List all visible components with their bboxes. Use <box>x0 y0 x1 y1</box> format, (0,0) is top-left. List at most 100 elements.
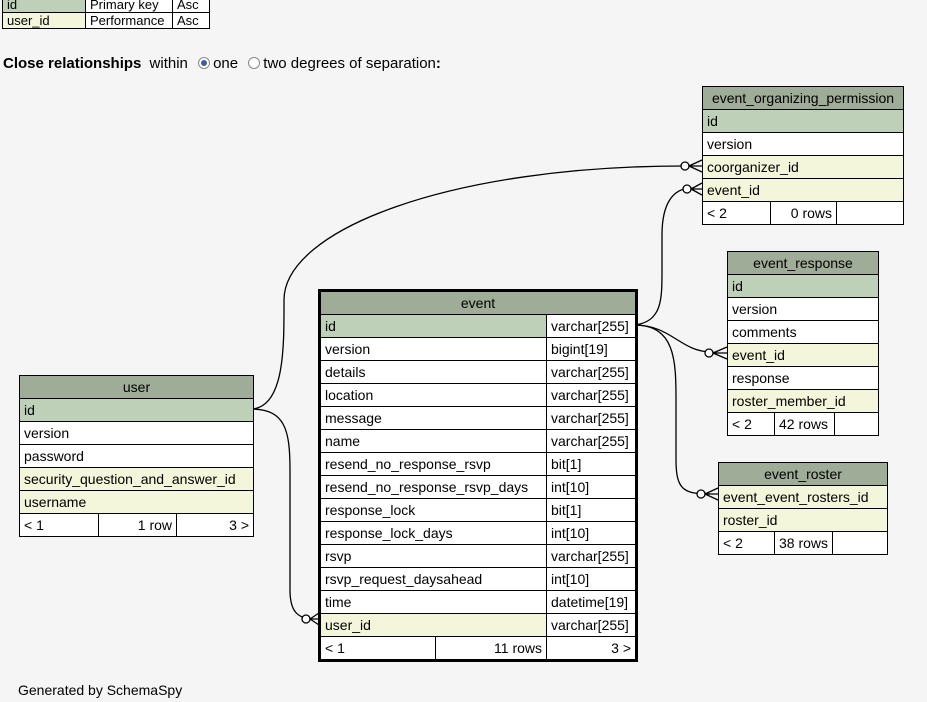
children-count[interactable]: 3 > <box>176 514 253 536</box>
column-row: rsvp varchar[255] <box>321 545 635 568</box>
column-name: name <box>325 433 361 449</box>
column-row: roster_member_id <box>728 390 878 413</box>
relationship-degree-selector: Close relationships within one two degre… <box>3 55 441 72</box>
legend-row: user_id Performance Asc <box>2 12 210 29</box>
column-name: rsvp <box>325 548 352 564</box>
column-name: version <box>732 301 778 317</box>
table-footer: < 2 42 rows <box>728 413 878 435</box>
column-type: varchar[255] <box>546 384 635 406</box>
column-name: response_lock <box>325 502 416 518</box>
column-row: comments <box>728 321 878 344</box>
legend-order: Asc <box>172 12 210 29</box>
crowfoot <box>704 487 719 501</box>
children-count <box>832 532 887 554</box>
children-count <box>836 202 903 224</box>
column-name: location <box>325 387 374 403</box>
radio-one-degree[interactable] <box>198 57 211 69</box>
column-name: message <box>325 410 382 426</box>
parents-count[interactable]: < 1 <box>24 517 44 533</box>
column-type: varchar[255] <box>546 545 635 567</box>
row-count: 1 row <box>98 514 176 536</box>
column-type: int[10] <box>546 568 635 590</box>
link-end-circle <box>680 161 690 171</box>
column-row: id <box>728 275 878 298</box>
row-count: 38 rows <box>774 532 832 554</box>
column-type: varchar[255] <box>546 361 635 383</box>
column-type: varchar[255] <box>546 430 635 452</box>
table-title[interactable]: event_response <box>728 252 878 275</box>
children-count[interactable]: 3 > <box>546 637 635 659</box>
table-event-response[interactable]: event_response id version comments event… <box>727 251 879 436</box>
column-row: security_question_and_answer_id <box>20 468 253 491</box>
parents-count[interactable]: < 2 <box>723 535 743 551</box>
column-row: event_event_rosters_id <box>719 486 887 509</box>
parents-count[interactable]: < 1 <box>325 640 345 656</box>
column-row: username <box>20 491 253 514</box>
link-end-circle <box>682 184 692 194</box>
table-event-organizing-permission[interactable]: event_organizing_permission id version c… <box>702 86 904 225</box>
column-name: details <box>325 364 366 380</box>
column-name: version <box>24 425 70 441</box>
column-row: id <box>20 399 253 422</box>
link-event-eop <box>633 187 693 326</box>
within-label: within <box>149 55 188 72</box>
link-end-circle <box>704 348 714 358</box>
radio-one-label[interactable]: one <box>213 55 239 72</box>
table-footer: < 2 0 rows <box>703 202 903 224</box>
table-footer: < 1 1 row 3 > <box>20 514 253 536</box>
column-row: roster_id <box>719 509 887 532</box>
link-end-circle <box>301 614 311 624</box>
table-title[interactable]: event_roster <box>719 463 887 486</box>
column-row: password <box>20 445 253 468</box>
radio-two-degrees[interactable] <box>248 57 261 69</box>
column-type: int[10] <box>546 522 635 544</box>
table-user[interactable]: user id version password security_questi… <box>19 375 254 537</box>
column-row: message varchar[255] <box>321 407 635 430</box>
column-name: password <box>24 448 84 464</box>
column-name: coorganizer_id <box>707 159 799 175</box>
link-end-circle <box>696 489 706 499</box>
table-event-roster[interactable]: event_roster event_event_rosters_id rost… <box>718 462 888 555</box>
column-name: comments <box>732 324 797 340</box>
parents-count[interactable]: < 2 <box>732 416 752 432</box>
radio-two-label[interactable]: two degrees of separation <box>263 55 436 72</box>
colon: : <box>435 55 441 72</box>
column-name: id <box>24 402 35 418</box>
column-row: response <box>728 367 878 390</box>
column-name: id <box>707 113 718 129</box>
table-title[interactable]: user <box>20 376 253 399</box>
legend-key-performance: user_id <box>2 12 86 29</box>
column-name: event_id <box>732 347 785 363</box>
column-name: user_id <box>325 617 371 633</box>
table-footer: < 2 38 rows <box>719 532 887 554</box>
column-name: roster_member_id <box>732 393 846 409</box>
column-name: security_question_and_answer_id <box>24 471 236 487</box>
column-row: name varchar[255] <box>321 430 635 453</box>
table-footer: < 1 11 rows 3 > <box>321 637 635 659</box>
crowfoot <box>690 182 703 196</box>
parents-count[interactable]: < 2 <box>707 205 727 221</box>
column-name: version <box>707 136 753 152</box>
legend-desc: Performance <box>85 12 173 29</box>
table-title[interactable]: event_organizing_permission <box>703 87 903 110</box>
row-count: 42 rows <box>774 413 834 435</box>
row-count: 0 rows <box>770 202 836 224</box>
table-title[interactable]: event <box>321 292 635 315</box>
crowfoot <box>688 159 703 173</box>
column-row: version <box>20 422 253 445</box>
crowfoot <box>712 346 728 360</box>
link-user-coorganizer <box>252 165 691 410</box>
row-count: 11 rows <box>435 637 546 659</box>
column-type: varchar[255] <box>546 315 635 337</box>
column-type: varchar[255] <box>546 407 635 429</box>
column-row: id <box>703 110 903 133</box>
